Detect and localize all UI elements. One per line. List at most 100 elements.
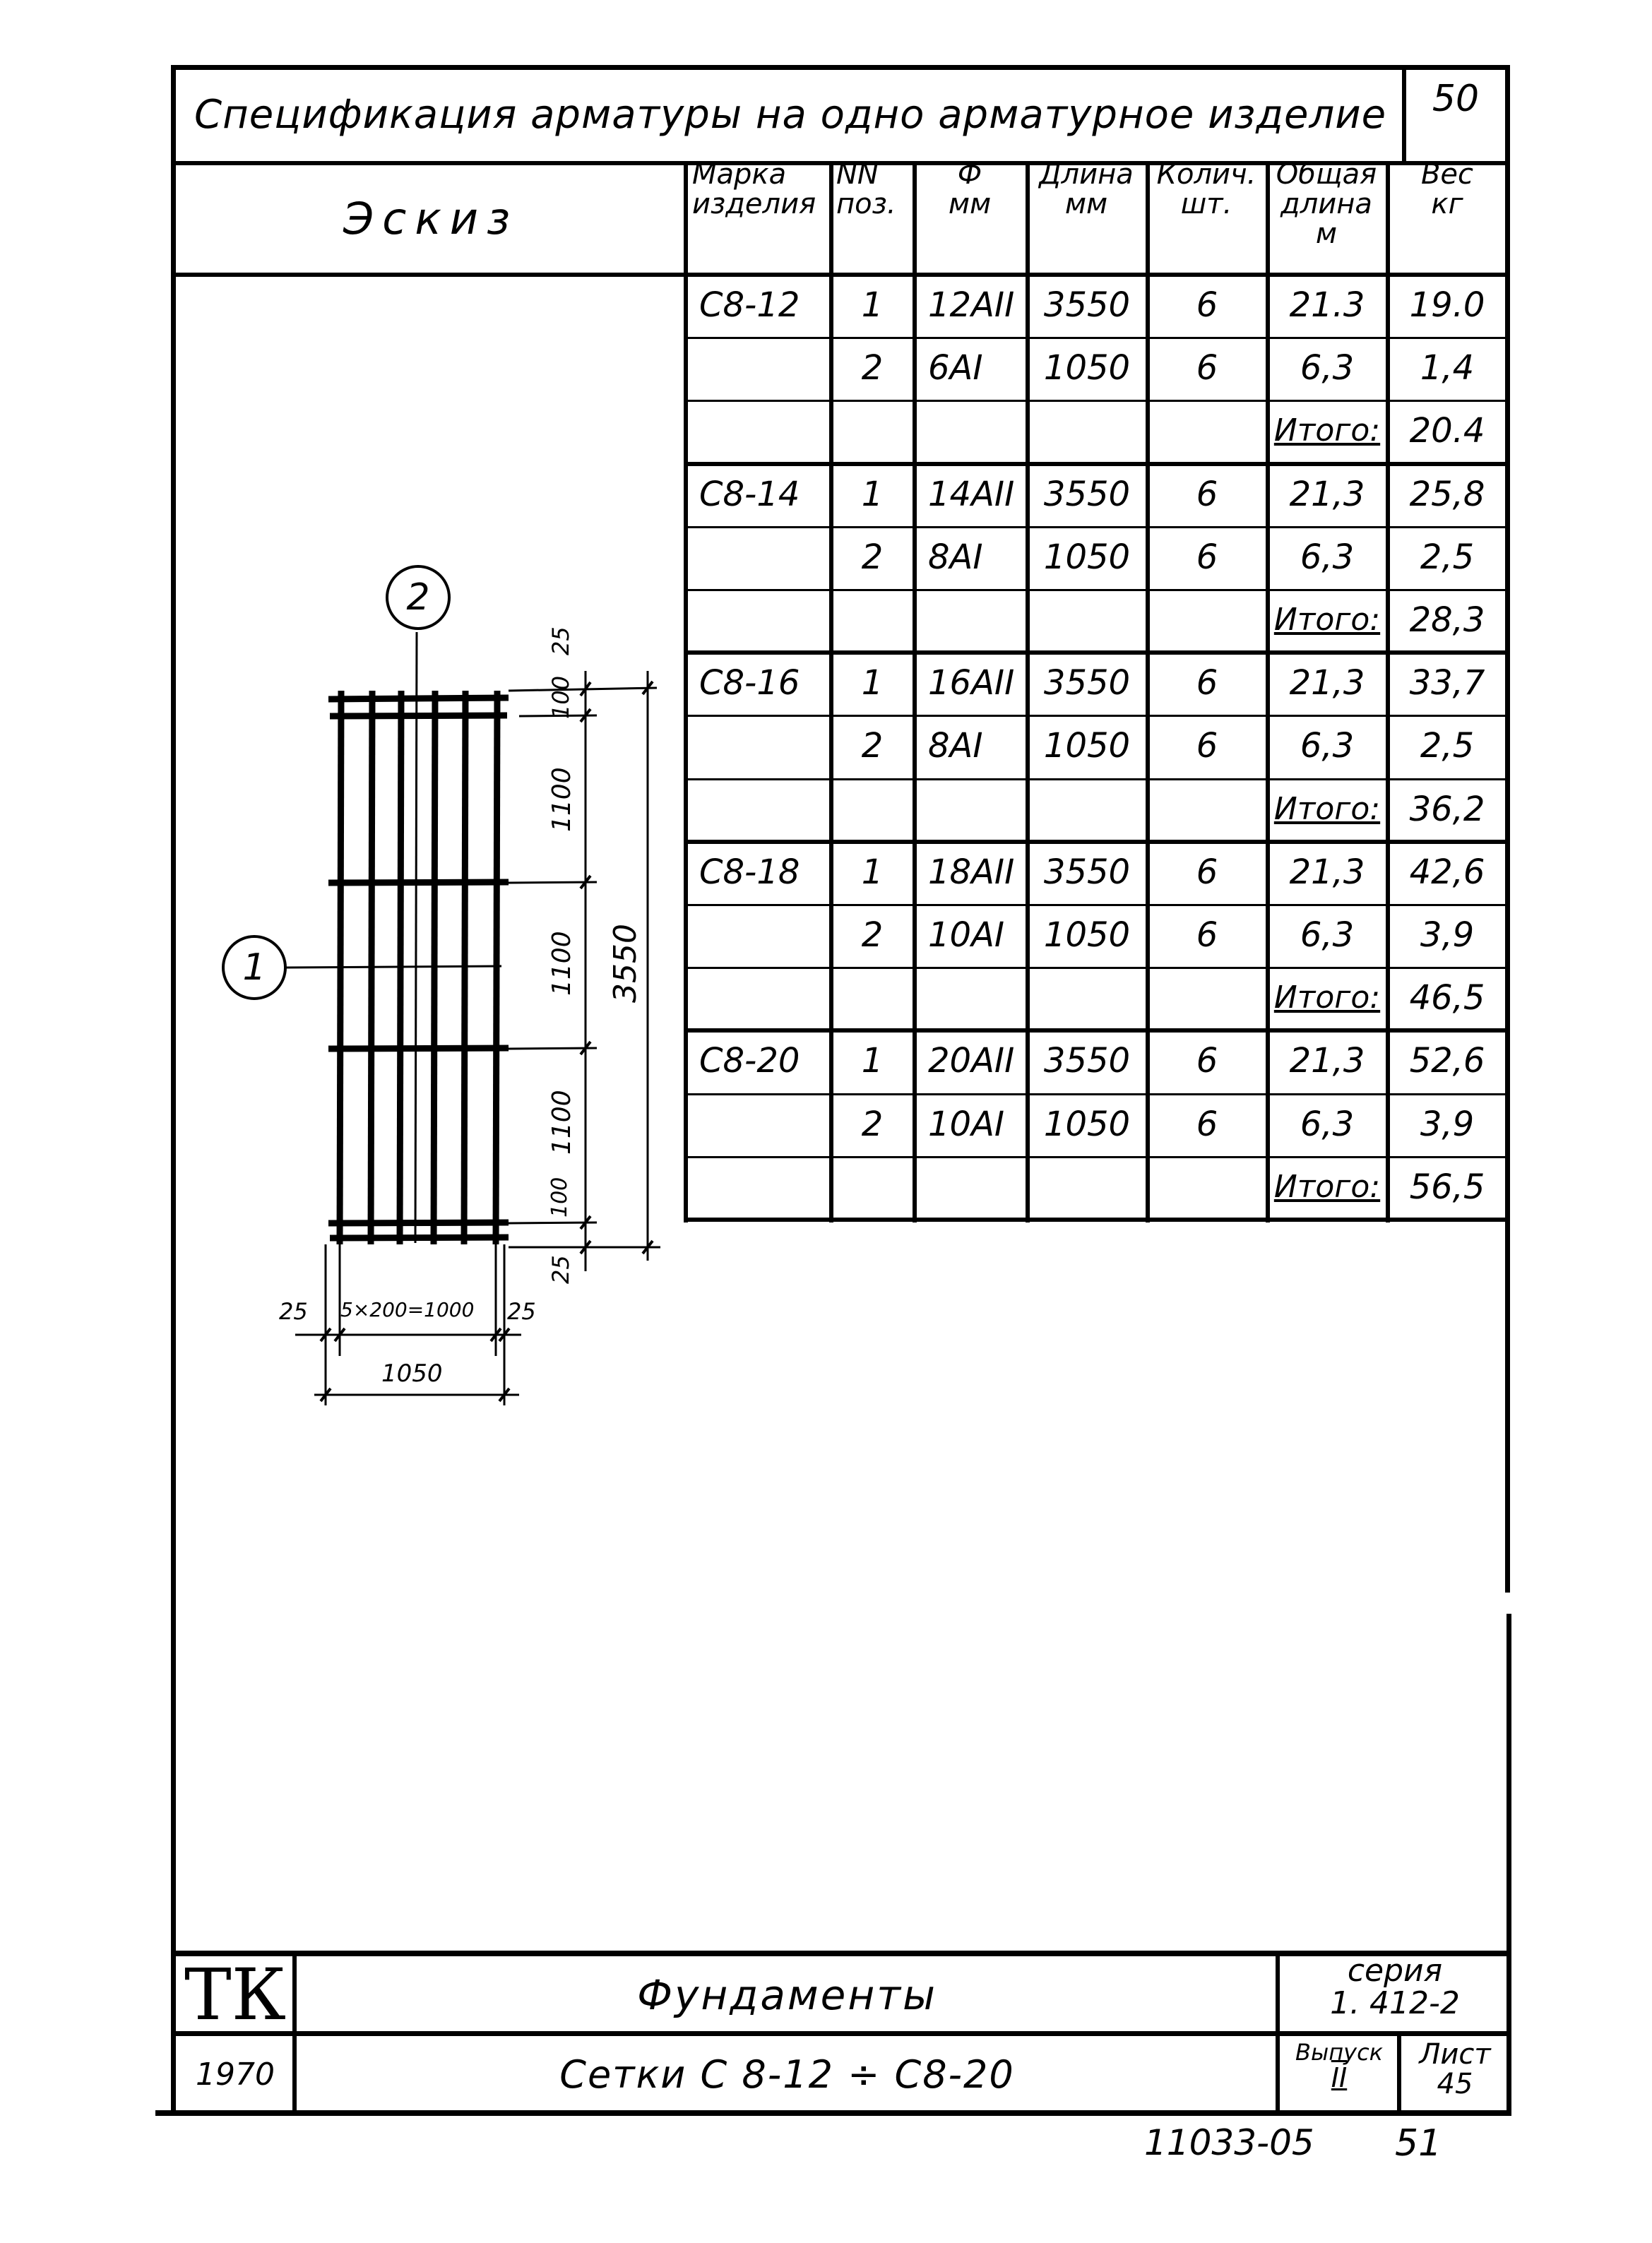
title-block-divider xyxy=(292,1951,297,2113)
cell-total-length: 21,3 xyxy=(1289,852,1365,892)
table-row-divider xyxy=(684,1093,1509,1095)
table-row-divider xyxy=(684,840,1509,844)
cell-total-length: Итого: xyxy=(1273,602,1381,638)
cell-total-length: 21,3 xyxy=(1289,663,1365,703)
cell-weight: 42,6 xyxy=(1409,852,1485,892)
cell-weight: 20.4 xyxy=(1409,411,1485,451)
cell-weight: 46,5 xyxy=(1409,978,1485,1018)
dim-1100-a: 1100 xyxy=(547,767,576,832)
document-code: 11033-05 xyxy=(1144,2122,1314,2163)
series-value: 1. 412-2 xyxy=(1330,1985,1460,2021)
col-header-mark: Марка изделия xyxy=(687,160,828,219)
cell-dia: 18АII xyxy=(928,852,1015,892)
col-header-line: изделия xyxy=(692,188,816,220)
cell-qty: 6 xyxy=(1196,726,1218,766)
cell-weight: 3,9 xyxy=(1420,1105,1475,1144)
title-block-bottom xyxy=(155,2110,1511,2116)
title-block-middle xyxy=(171,2031,1510,2036)
col-header-pos: NN поз. xyxy=(832,160,911,219)
cell-weight: 28,3 xyxy=(1409,600,1485,640)
table-row-divider xyxy=(684,400,1509,402)
cell-total-length: Итого: xyxy=(1273,1169,1381,1205)
cell-total-length: Итого: xyxy=(1273,980,1381,1016)
footer-page-number: 51 xyxy=(1395,2122,1442,2165)
table-row-divider xyxy=(684,904,1509,906)
table-col-line xyxy=(1386,161,1390,1222)
issue-value: II xyxy=(1331,2062,1348,2093)
cell-weight: 52,6 xyxy=(1409,1041,1485,1081)
cell-dia: 8АI xyxy=(928,726,983,766)
table-row-divider xyxy=(684,967,1509,969)
cell-total-length: 6,3 xyxy=(1300,726,1355,766)
cell-weight: 1,4 xyxy=(1420,348,1475,388)
cell-dia: 8АI xyxy=(928,537,983,577)
project-name: Фундаменты xyxy=(637,1971,937,2019)
cell-mark: С8-14 xyxy=(699,475,800,514)
cell-total-length: 21.3 xyxy=(1289,285,1365,325)
col-header-line: Длина xyxy=(1039,158,1134,191)
table-col-line xyxy=(1026,161,1030,1222)
cell-pos: 1 xyxy=(861,1041,884,1081)
col-header-line: м xyxy=(1315,218,1338,250)
cell-length: 3550 xyxy=(1043,285,1131,325)
sheet-title: Сетки С 8-12 ÷ С8-20 xyxy=(559,2052,1015,2097)
col-header-line: мм xyxy=(948,188,992,220)
cell-length: 3550 xyxy=(1043,663,1131,703)
cell-length: 1050 xyxy=(1043,1105,1131,1144)
cell-qty: 6 xyxy=(1196,663,1218,703)
sketch-label: Эскиз xyxy=(343,193,519,244)
dim-width-spacing: 5×200=1000 xyxy=(340,1298,475,1321)
col-header-line: NN xyxy=(836,158,879,191)
col-header-line: Марка xyxy=(692,158,787,191)
sheet-label: Лист xyxy=(1419,2038,1491,2071)
table-header-bottom xyxy=(684,273,1509,277)
cell-dia: 14АII xyxy=(928,475,1015,514)
cell-mark: С8-12 xyxy=(699,285,800,325)
cell-weight: 25,8 xyxy=(1409,475,1485,514)
cell-mark: С8-16 xyxy=(699,663,800,703)
callout-2-circle xyxy=(386,565,451,630)
title-block-divider xyxy=(1397,2034,1401,2113)
cell-mark: С8-18 xyxy=(699,852,800,892)
dim-total-height: 3550 xyxy=(607,924,643,1003)
issue-block: Выпуск II xyxy=(1280,2040,1398,2093)
page-number: 50 xyxy=(1432,78,1480,120)
cell-weight: 33,7 xyxy=(1409,663,1485,703)
table-col-line xyxy=(829,161,833,1222)
cell-dia: 20АII xyxy=(928,1041,1015,1081)
cell-weight: 36,2 xyxy=(1409,790,1485,829)
cell-qty: 6 xyxy=(1196,475,1218,514)
cell-weight: 2,5 xyxy=(1420,726,1475,766)
frame-left-border xyxy=(171,65,176,2113)
cell-weight: 19.0 xyxy=(1409,285,1485,325)
cell-total-length: 6,3 xyxy=(1300,1105,1355,1144)
col-header-line: длина xyxy=(1280,188,1372,220)
cell-dia: 10АI xyxy=(928,1105,1005,1144)
series-block: серия 1. 412-2 xyxy=(1282,1955,1508,2020)
cell-length: 1050 xyxy=(1043,726,1131,766)
table-row-divider xyxy=(684,526,1509,528)
col-header-qty: Колич. шт. xyxy=(1148,160,1264,219)
cell-dia: 10АI xyxy=(928,915,1005,955)
col-header-weight: Вес кг xyxy=(1389,160,1506,219)
page-number-divider xyxy=(1402,65,1406,164)
cell-length: 1050 xyxy=(1043,348,1131,388)
col-header-diameter: Ф мм xyxy=(915,160,1024,219)
title-row-divider xyxy=(171,161,1509,165)
transverse-bars xyxy=(328,694,509,1242)
cell-qty: 6 xyxy=(1196,915,1218,955)
cell-total-length: Итого: xyxy=(1273,791,1381,827)
table-col-line xyxy=(913,161,917,1222)
spec-title: Спецификация арматуры на одно арматурное… xyxy=(194,92,1387,138)
col-header-total-length: Общая длина м xyxy=(1268,160,1384,249)
cell-total-length: 6,3 xyxy=(1300,348,1355,388)
table-row-divider xyxy=(684,650,1509,655)
callout-1-label: 1 xyxy=(242,946,266,989)
table-row-divider xyxy=(684,337,1509,339)
dim-top-25: 25 xyxy=(547,626,574,655)
cell-length: 3550 xyxy=(1043,852,1131,892)
dim-total-width: 1050 xyxy=(381,1360,443,1388)
title-block-top xyxy=(171,1951,1510,1956)
table-row-divider xyxy=(684,1156,1509,1158)
table-col-line xyxy=(1266,161,1270,1222)
